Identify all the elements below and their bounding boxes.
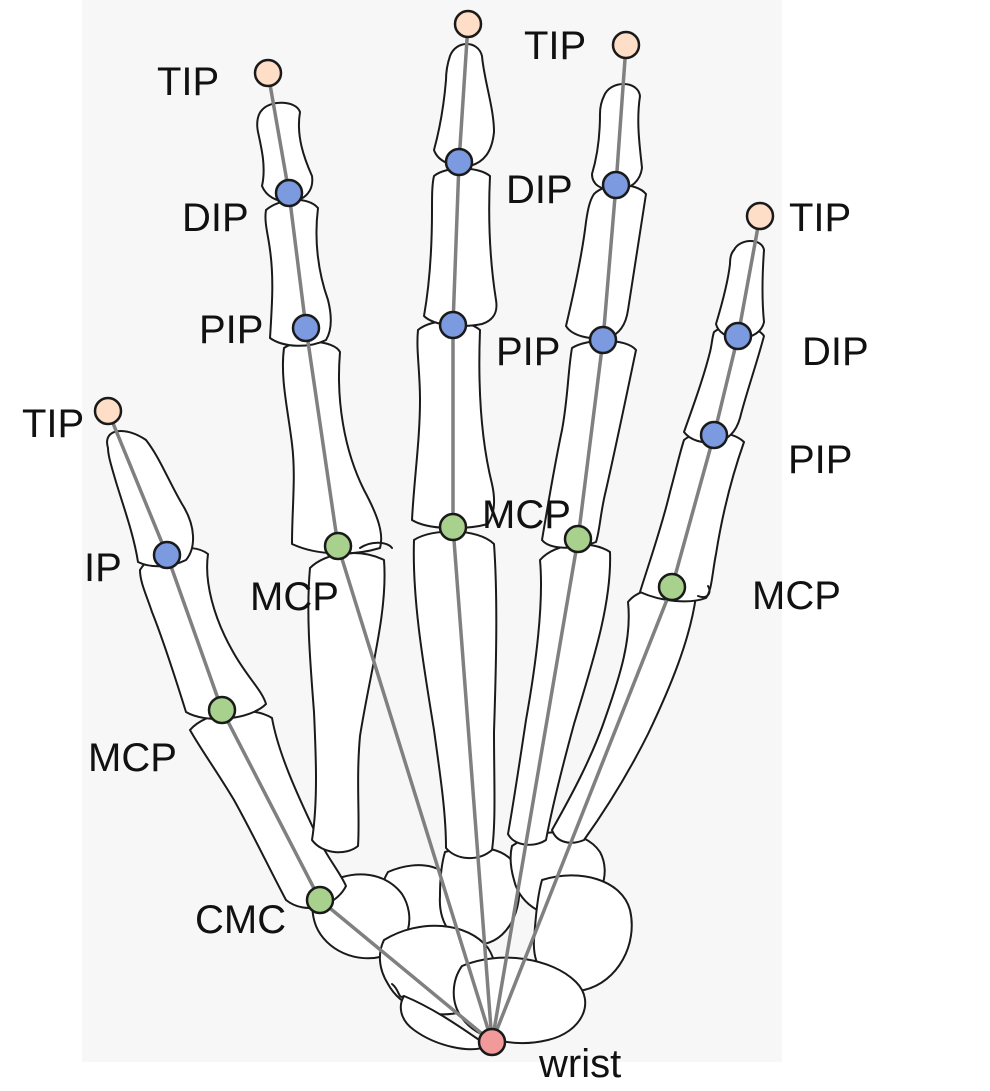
little-pip-label: PIP [788, 438, 852, 482]
ring-mcp-joint [563, 524, 593, 554]
middle-middle-phalanx-bone [423, 167, 498, 327]
thumb-tip-joint [93, 396, 123, 426]
index-dip-label: DIP [182, 196, 249, 240]
index-dip-joint [274, 178, 304, 208]
index-proximal-phalanx-bone [281, 340, 383, 555]
little-pip-joint [699, 420, 729, 450]
middle-mcp-label: MCP [482, 493, 571, 537]
wrist-joint [477, 1027, 507, 1057]
hand-bones [106, 43, 765, 1051]
middle-tip-joint [453, 9, 483, 39]
bone-detail-line [359, 541, 393, 549]
ring-dip-label: DIP [506, 168, 573, 212]
index-pip-label: PIP [199, 308, 263, 352]
little-dip-label: DIP [802, 330, 869, 374]
ring-tip-label: TIP [524, 24, 586, 68]
bone-detail-line [391, 983, 405, 998]
thumb-ip-joint [152, 540, 182, 570]
index-mcp-joint [323, 531, 353, 561]
little-dip-joint [723, 321, 753, 351]
joints [93, 9, 775, 1057]
ring-metacarpal-bone [507, 543, 612, 846]
index-tip-joint [253, 58, 283, 88]
thumb-cmc-joint [305, 885, 335, 915]
index-tip-label: TIP [157, 60, 219, 104]
bone-detail-line [697, 585, 711, 598]
index-metacarpal-bone [307, 552, 386, 854]
thumb-tip-label: TIP [22, 402, 84, 446]
little-mcp-joint [657, 572, 687, 602]
little-tip-label: TIP [789, 196, 851, 240]
wrist-label: wrist [538, 1042, 621, 1086]
index-mcp-label: MCP [250, 575, 339, 619]
middle-pip-label: PIP [496, 330, 560, 374]
thumb-cmc-label: CMC [195, 898, 286, 942]
thumb-mcp-joint [207, 695, 237, 725]
thumb-ip-label: IP [84, 546, 122, 590]
joint-labels: TIP IP MCP CMC TIP DIP PIP MCP PIP MCP T… [22, 24, 869, 1086]
middle-metacarpal-bone [412, 530, 498, 859]
ring-pip-joint [588, 325, 618, 355]
middle-dip-joint [444, 147, 474, 177]
middle-mcp-joint [438, 512, 468, 542]
ring-tip-joint [611, 30, 641, 60]
thumb-proximal-phalanx-bone [139, 546, 267, 720]
thumb-mcp-label: MCP [88, 736, 177, 780]
little-mcp-label: MCP [752, 574, 841, 618]
middle-pip-joint [438, 310, 468, 340]
carpal-bone [399, 995, 489, 1051]
little-metacarpal-bone [551, 586, 697, 844]
little-tip-joint [745, 201, 775, 231]
index-pip-joint [291, 313, 321, 343]
thumb-metacarpal-bone [189, 709, 347, 909]
ring-dip-joint [601, 170, 631, 200]
